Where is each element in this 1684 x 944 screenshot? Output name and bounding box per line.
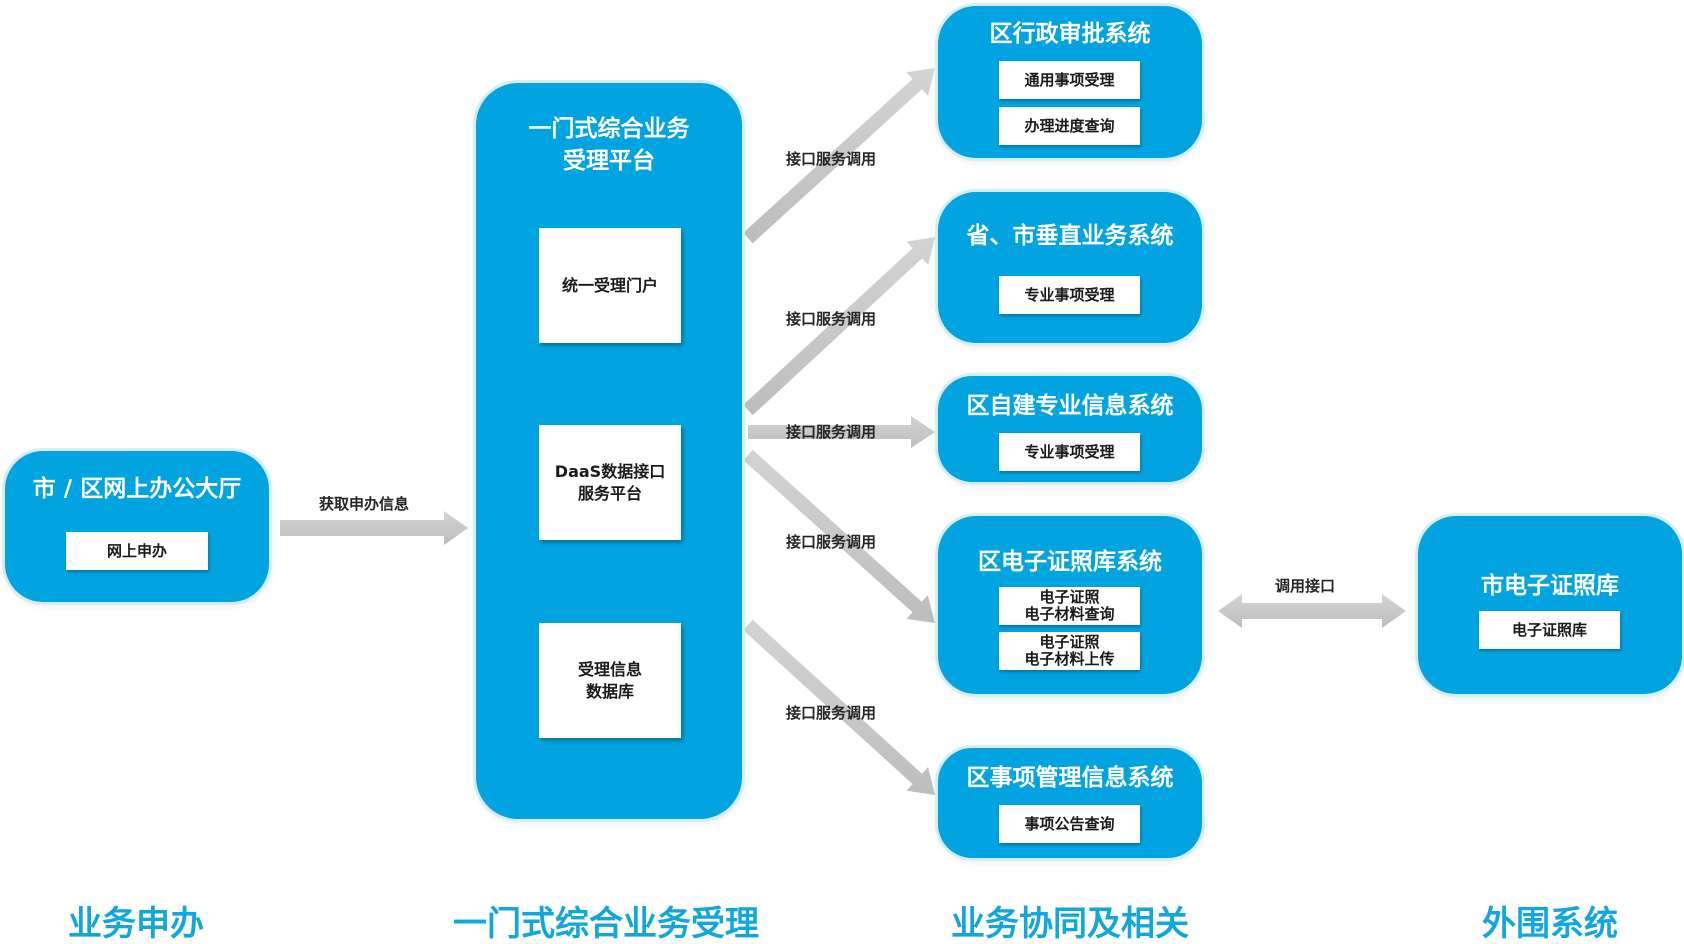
vertical-professional-accept-item[interactable]: 专业事项受理 [999, 276, 1140, 314]
db-label-line2: 数据库 [585, 681, 634, 701]
cert-system-box: 区电子证照库系统 电子证照 电子材料查询 电子证照 电子材料上传 [938, 516, 1202, 694]
section-external: 外围系统 [1482, 904, 1618, 944]
city-cert-item[interactable]: 电子证照库 [1479, 611, 1620, 649]
cert-upload-item[interactable]: 电子证照 电子材料上传 [999, 632, 1140, 670]
selfbuilt-system-box: 区自建专业信息系统 专业事项受理 [938, 376, 1202, 482]
city-cert-title: 市电子证照库 [1481, 573, 1619, 599]
portal-label: 统一受理门户 [561, 275, 658, 295]
section-accept: 一门式综合业务受理 [453, 904, 759, 944]
arrow-to-approval [743, 68, 935, 244]
platform-box: 一门式综合业务 受理平台 统一受理门户 DaaS数据接口 服务平台 受理信息 数… [476, 83, 742, 819]
approval-system-title: 区行政审批系统 [989, 21, 1151, 47]
approval-system-box: 区行政审批系统 通用事项受理 办理进度查询 [938, 6, 1202, 158]
cert-query-line2: 电子材料查询 [1024, 605, 1115, 623]
cert-upload-line1: 电子证照 [1039, 633, 1100, 651]
api-call-label-4: 接口服务调用 [786, 533, 877, 551]
portal-panel[interactable]: 统一受理门户 [539, 228, 681, 343]
daas-panel[interactable]: DaaS数据接口 服务平台 [539, 425, 681, 540]
online-apply-item[interactable]: 网上申办 [66, 532, 208, 570]
general-accept-item[interactable]: 通用事项受理 [999, 61, 1140, 99]
arrow-to-vertical [743, 237, 935, 416]
online-hall-box: 市 / 区网上办公大厅 网上申办 [5, 451, 269, 602]
section-collab: 业务协同及相关 [951, 904, 1189, 944]
db-label-line1: 受理信息 [577, 659, 642, 679]
arrow-hall-to-platform [280, 511, 468, 545]
api-call-label-2: 接口服务调用 [786, 310, 877, 328]
matters-system-box: 区事项管理信息系统 事项公告查询 [938, 748, 1202, 858]
cert-upload-line2: 电子材料上传 [1024, 650, 1115, 668]
matters-announce-query-item[interactable]: 事项公告查询 [999, 805, 1140, 843]
cert-query-item[interactable]: 电子证照 电子材料查询 [999, 587, 1140, 625]
vertical-system-box: 省、市垂直业务系统 专业事项受理 [938, 192, 1202, 343]
matters-system-title: 区事项管理信息系统 [966, 765, 1174, 791]
arrow-to-matters [743, 619, 935, 795]
api-call-label-1: 接口服务调用 [786, 150, 877, 168]
selfbuilt-professional-accept-item[interactable]: 专业事项受理 [999, 433, 1140, 471]
arrow-to-selfbuilt [748, 416, 935, 448]
vertical-system-title: 省、市垂直业务系统 [966, 223, 1174, 249]
db-panel[interactable]: 受理信息 数据库 [539, 623, 681, 738]
get-info-label: 获取申办信息 [319, 495, 410, 513]
api-call-label-5: 接口服务调用 [786, 704, 877, 722]
cert-system-title: 区电子证照库系统 [978, 549, 1162, 575]
section-apply: 业务申办 [68, 904, 204, 944]
progress-query-item[interactable]: 办理进度查询 [999, 107, 1140, 145]
api-call-label-3: 接口服务调用 [786, 423, 877, 441]
daas-label-line1: DaaS数据接口 [554, 461, 666, 481]
daas-label-line2: 服务平台 [577, 483, 642, 503]
call-api-label: 调用接口 [1275, 577, 1336, 595]
online-hall-title: 市 / 区网上办公大厅 [32, 476, 242, 502]
city-cert-box: 市电子证照库 电子证照库 [1418, 516, 1682, 694]
arrow-cert-bidirectional [1218, 594, 1406, 628]
cert-query-line1: 电子证照 [1039, 588, 1100, 606]
platform-title-line2: 受理平台 [563, 148, 655, 174]
platform-title-line1: 一门式综合业务 [528, 116, 690, 142]
selfbuilt-system-title: 区自建专业信息系统 [966, 393, 1174, 419]
arrow-to-cert [743, 449, 935, 623]
